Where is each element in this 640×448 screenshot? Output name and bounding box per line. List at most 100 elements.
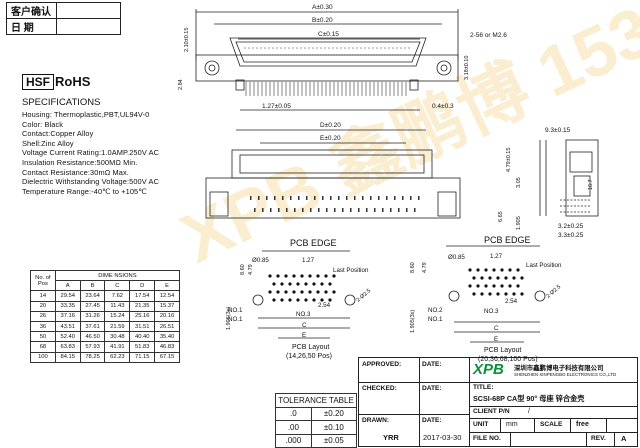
pcb-sub-right: (20,36,68,100 Pos)	[478, 356, 538, 363]
pcb-sub-left: (14,26,50 Pos)	[286, 353, 332, 360]
c-right: C	[494, 325, 499, 332]
dim-318: 3.18±0.10	[464, 56, 470, 80]
v860-left: 8.60	[240, 264, 246, 275]
unit-label: UNIT	[473, 421, 489, 428]
last-right: Last Position	[526, 262, 562, 269]
dim-04: 0.4±0.3	[432, 103, 454, 110]
specifications-list: Housing: Thermoplastic,PBT,UL94V-0 Color…	[22, 110, 197, 196]
v479-right: 4.79	[422, 262, 428, 273]
v1905-right: 1.905(3x)	[410, 310, 416, 333]
spec-line: Temperature Range:-40℃ to +105℃	[22, 186, 147, 196]
rev-label: REV.	[591, 435, 606, 442]
xpb-logo: XPB	[473, 361, 504, 378]
company-en: SHENZHEN XINPENGBO ELECTRONICS CO.,LTD	[514, 372, 617, 377]
middle-contacts	[250, 196, 420, 212]
dim-93: 9.3±0.15	[545, 127, 571, 134]
last-left: Last Position	[333, 267, 369, 274]
date-label-2: DATE:	[422, 385, 442, 392]
dim-33: 3.3±0.25	[558, 232, 584, 239]
hole-right: 2-Ø2.5	[545, 284, 562, 299]
table-row: .00±0.10	[275, 420, 358, 435]
date-label-3: DATE:	[422, 417, 442, 424]
top-view	[195, 9, 459, 111]
spec-line: Contact:Copper Alloy	[22, 129, 94, 139]
spec-line: Color: Black	[22, 119, 64, 129]
pcb-layout-left	[252, 250, 356, 339]
dim-d: D±0.20	[320, 122, 341, 129]
tolerance-title: TOLERANCE TABLE	[275, 393, 357, 408]
tolerance-table: TOLERANCE TABLE .0±0.20 .00±0.10 .000±0.…	[275, 393, 358, 448]
side-view	[539, 139, 599, 217]
pcb-caption-left: PCB Layout	[292, 344, 329, 351]
drawn-by: YRR	[383, 433, 399, 442]
dim-305: 3.05	[516, 177, 522, 188]
no3-left: NO.3	[296, 311, 311, 318]
approved-label: APPROVED:	[362, 361, 402, 368]
specifications-heading: SPECIFICATIONS	[22, 97, 101, 108]
date-label-1: DATE:	[422, 361, 442, 368]
spec-line: Dielectric Withstanding Voltage:500V AC	[22, 177, 160, 187]
customer-confirm-table: 客户确认 日 期	[6, 2, 121, 35]
no3-right: NO.3	[484, 308, 499, 315]
phi-left: Ø0.85	[252, 257, 269, 264]
dim-screw: 2-56 or M2.6	[470, 32, 507, 39]
title-label: TITLE:	[473, 384, 494, 391]
pcb-edge-left: PCB EDGE	[290, 238, 337, 248]
file-no-label: FILE NO.	[473, 435, 501, 442]
v1905-left: 1.905(3x)	[226, 307, 232, 330]
dim-167: 16.7	[588, 179, 594, 190]
dim-127: 1.27±0.05	[262, 103, 291, 110]
title-value: SCSI-68P CA型 90° 母座 锌合金壳	[473, 394, 585, 403]
spec-line: Housing: Thermoplastic,PBT,UL94V-0	[22, 110, 150, 119]
e-right: E	[494, 336, 498, 343]
hsf-badge: HSF	[22, 74, 54, 90]
dim-a: A±0.30	[312, 4, 333, 11]
no1-right: NO.1	[428, 316, 443, 323]
dim-32: 3.2±0.25	[558, 223, 584, 230]
spec-line: Contact Resistance:30mΩ Max.	[22, 167, 129, 177]
dim-1905: 1.905	[516, 216, 522, 230]
company-cn: 深圳市鑫鹏博电子科技有限公司	[514, 365, 604, 372]
scale-label: SCALE	[540, 421, 563, 428]
phi-right: Ø0.85	[448, 254, 465, 261]
client-pn-label: CLIENT P/N	[473, 408, 510, 415]
pcb-edge-right: PCB EDGE	[484, 235, 531, 245]
spec-line: Shell:Zinc Alloy	[22, 138, 74, 148]
table-row: .0±0.20	[275, 406, 358, 421]
dim-210: 2.10±0.15	[184, 28, 190, 52]
c-left: C	[302, 322, 307, 329]
dim-284: 2.84	[178, 79, 184, 90]
table-row: .000±0.05	[275, 433, 358, 448]
dim-b: B±0.20	[312, 17, 333, 24]
pitch-left: 1.27	[302, 257, 315, 264]
spec-line: Voltage Current Rating:1.0AMP.250V AC	[22, 148, 160, 158]
scale-value: free	[576, 421, 589, 428]
dim-479: 4.79±0.15	[506, 148, 512, 172]
dim-665: 6.65	[498, 211, 504, 222]
no1-left: NO.1	[228, 316, 243, 323]
rohs-badge: RoHS	[55, 74, 91, 89]
no2-right: NO.2	[428, 307, 443, 314]
unit-value: mm	[506, 421, 518, 428]
no2-left: NO.1	[228, 307, 243, 314]
dim-e: E±0.20	[320, 135, 341, 142]
dim-c: C±0.15	[318, 31, 339, 38]
spec-line: Insulation Resistance:500MΩ Min.	[22, 157, 138, 167]
rev-value: A	[621, 434, 627, 443]
title-block: APPROVED: DATE: CHECKED: DATE: DRAWN: YR…	[358, 357, 638, 447]
pitch-right: 1.27	[490, 253, 503, 260]
top-pins	[244, 47, 412, 96]
hole-left: 2-Ø2.5	[355, 288, 372, 303]
pcb-caption-right: PCB Layout	[484, 347, 521, 354]
v479-left: 4.79	[248, 264, 254, 275]
middle-view	[205, 129, 461, 219]
e-left: E	[302, 332, 306, 339]
checked-label: CHECKED:	[362, 385, 397, 392]
